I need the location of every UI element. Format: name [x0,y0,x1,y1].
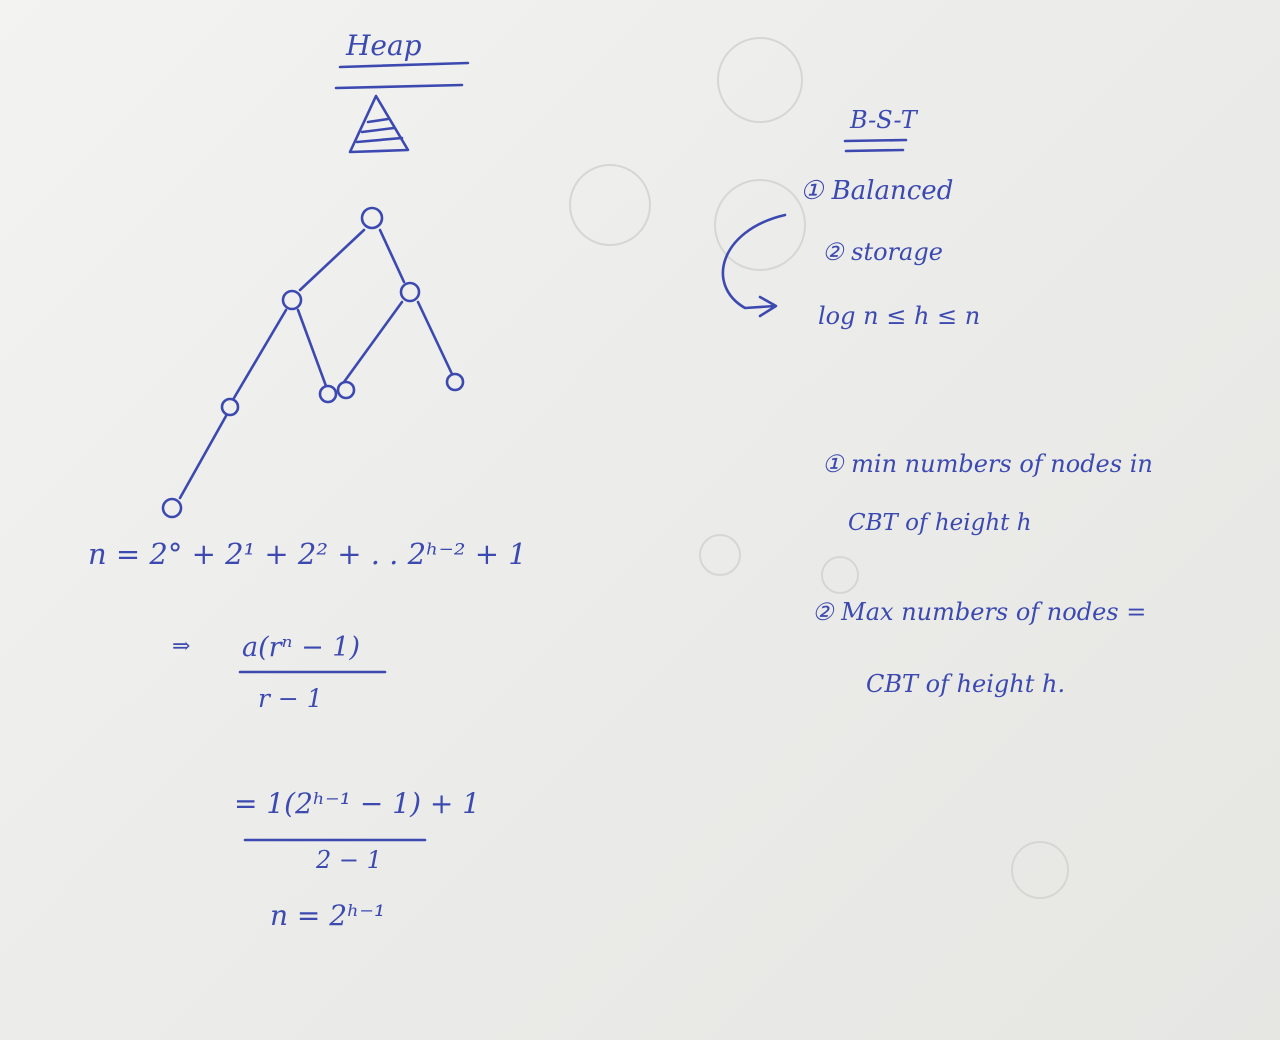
bst-height-bound: log n ≤ h ≤ n [818,302,981,330]
heap-series-line: n = 2° + 2¹ + 2² + . . 2ʰ⁻² + 1 [88,537,527,571]
bst-item-storage: ② storage [822,238,943,266]
tree-node [220,397,240,417]
derivation-denominator: 2 − 1 [316,846,382,874]
tree-node [318,384,338,404]
heap-title: Heap [346,29,422,62]
derivation-numerator: = 1(2ʰ⁻¹ − 1) + 1 [234,787,481,820]
bst-title-underline [843,138,908,153]
tree-node-root [360,206,384,230]
bst-title: B-S-T [850,106,917,134]
triangle-icon [348,94,410,154]
question-max-nodes-cont: CBT of height h. [866,670,1066,698]
tree-node [336,380,356,400]
tree-node [399,281,421,303]
heap-title-underline [334,61,470,90]
heap-tree-diagram [161,206,465,519]
bleed-through-marks [569,37,1069,899]
gp-formula-numerator: a(rⁿ − 1) [242,632,360,663]
bst-item-balanced: ① Balanced [800,176,954,206]
curved-arrow-icon [721,213,787,318]
tree-node [281,289,303,311]
question-min-nodes: ① min numbers of nodes in [822,450,1153,478]
question-min-nodes-cont: CBT of height h [848,510,1032,536]
question-max-nodes: ② Max numbers of nodes = [812,598,1147,626]
gp-formula-denominator: r − 1 [258,684,323,713]
implies-arrow-icon: ⇒ [172,634,191,659]
tree-node [445,372,465,392]
heap-result: n = 2ʰ⁻¹ [270,899,386,932]
tree-node [161,497,183,519]
